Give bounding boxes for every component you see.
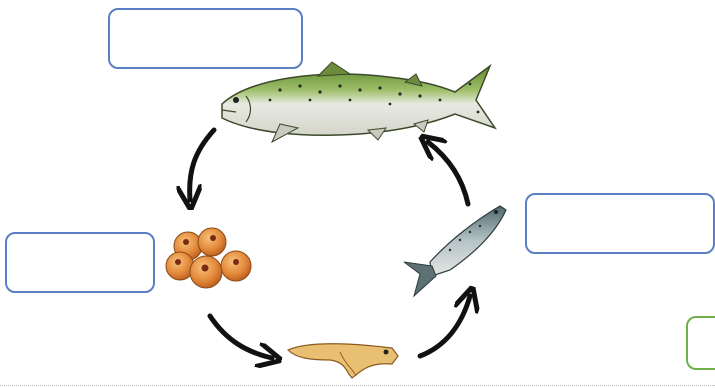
cycle-arrows: [190, 127, 471, 359]
adult-salmon-icon: [221, 61, 497, 144]
juvenile-label-box[interactable]: [525, 193, 715, 254]
green-answer-box[interactable]: [686, 316, 715, 370]
arrow-alevin-to-juvenile: [417, 296, 470, 359]
eggs-label-box[interactable]: [5, 232, 155, 293]
alevin-icon: [286, 343, 399, 379]
salmon-eggs-icon: [165, 227, 252, 289]
arrow-juvenile-to-adult: [428, 142, 471, 207]
arrow-adult-to-eggs: [190, 127, 217, 200]
arrow-eggs-to-alevin: [207, 313, 272, 358]
adult-label-box[interactable]: [108, 8, 303, 69]
page-divider: [0, 385, 715, 386]
juvenile-salmon-icon: [403, 205, 507, 298]
